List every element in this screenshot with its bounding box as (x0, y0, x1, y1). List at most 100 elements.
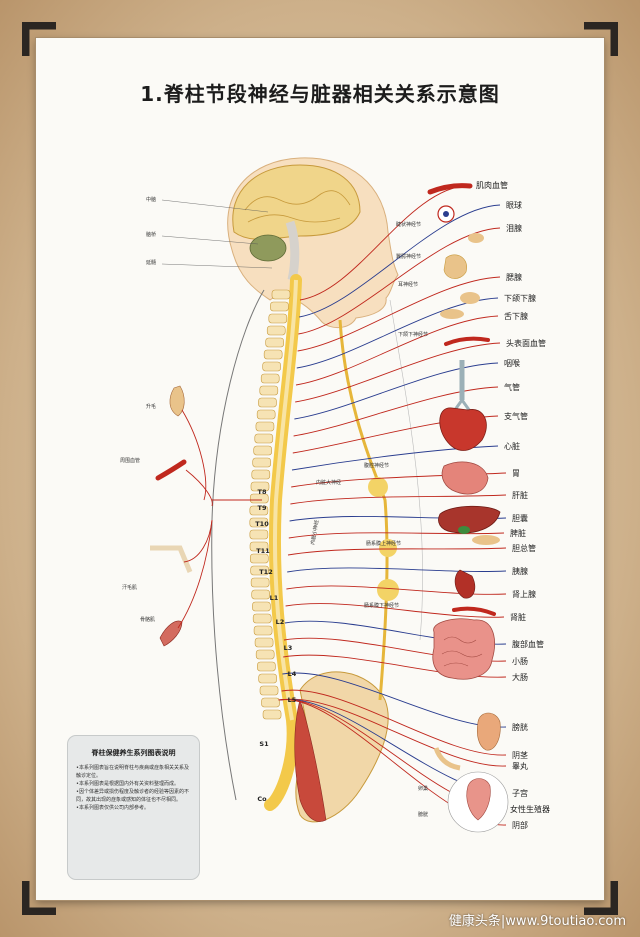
page-title: 1.脊柱节段神经与脏器相关关系示意图 (140, 82, 500, 106)
penis-organ (433, 747, 461, 771)
nerve-line (287, 567, 507, 573)
left-label-midbrain: 中脑 (146, 196, 156, 203)
vertebra (251, 469, 271, 480)
note-title: 脊柱保健养生系列图表说明 (91, 749, 176, 757)
organ-label-heart: 心脏 (504, 441, 520, 451)
left-label-peripheral_vessel: 周围血管 (120, 457, 140, 464)
nerve-line (281, 689, 507, 756)
nerve-line (295, 315, 499, 386)
vertebra (249, 529, 269, 540)
pelvic-label-ovary: 卵巢 (418, 785, 428, 792)
muscle-vessel-organ (427, 183, 473, 195)
organ-label-stomach: 胃 (512, 469, 520, 478)
left-label-sweat_gland: 汗毛肌 (122, 584, 137, 591)
submandibular-organ (460, 292, 480, 304)
vertebra-label-t12: T12 (259, 568, 272, 576)
left-label-medulla: 延髓 (146, 259, 156, 266)
vertebra (251, 589, 271, 600)
vertebra-label-t9: T9 (258, 504, 267, 512)
vertebra (271, 289, 291, 300)
vertebra (254, 433, 274, 444)
vertebra (255, 649, 275, 660)
vertebra (261, 697, 280, 708)
vertebra-label-s1: S1 (259, 740, 269, 748)
vertebra-label-l3: L3 (284, 644, 293, 652)
vertebra (253, 625, 273, 636)
left-label-pons: 脑桥 (146, 231, 156, 238)
vertebra (250, 577, 270, 588)
nerve-line (299, 204, 501, 318)
organ-label-bronchus: 支气管 (504, 411, 528, 421)
note-item: •本系列图表仅供公司内部参考。 (76, 805, 149, 811)
erector-organ (169, 385, 185, 417)
organ-label-abdominal_vessel: 腹部血管 (512, 639, 544, 649)
organ-label-female_genital: 女性生殖器 (510, 804, 550, 814)
vertebra (259, 685, 279, 696)
sweat-gland-organ (150, 545, 193, 573)
organ-label-testis: 睾丸 (512, 761, 528, 771)
nerve-line (290, 494, 507, 505)
stomach-organ (441, 461, 489, 495)
organ-label-bladder: 膀胱 (512, 722, 528, 732)
organ-label-parotid: 腮腺 (506, 272, 522, 282)
vertebra (254, 637, 274, 648)
organ-label-sublingual: 舌下腺 (504, 311, 528, 321)
head-vessel-organ (444, 336, 490, 346)
vertebra (258, 673, 277, 684)
sup-mesenteric-ganglion (379, 539, 397, 557)
nerve-line (299, 184, 471, 301)
vertebra (266, 325, 286, 336)
organ-label-lacrimal: 泪腺 (506, 223, 522, 233)
vertebra (252, 457, 272, 468)
ganglion-label-pterygopalatine: 翼腭神经节 (396, 253, 421, 260)
nerve-line (280, 698, 507, 767)
vertebra (249, 517, 269, 528)
explanation-note: 脊柱保健养生系列图表说明 •本系列图表旨在说明脊柱与疾病或症象相关关系及触诊定位… (68, 736, 199, 879)
ganglion-label-lesser_splanchnic: 内脏小神经 (309, 519, 320, 545)
ganglion-label-ciliary: 睫状神经节 (396, 221, 421, 228)
vertebra (249, 541, 269, 552)
liver-organ (438, 505, 501, 534)
sublingual-organ (440, 309, 464, 319)
vertebra-label-l2: L2 (276, 618, 285, 626)
organ-label-penis: 阴茎 (512, 750, 528, 760)
vertebra-label-co: Co (257, 795, 267, 803)
watermark: 健康头条|www.9toutiao.com (448, 914, 626, 929)
vertebra (252, 613, 272, 624)
pancreas-organ (472, 535, 500, 545)
organ-label-large_intestine: 大肠 (512, 672, 528, 682)
vertebra-label-l1: L1 (270, 594, 279, 602)
nerve-line (295, 342, 501, 403)
organ-label-adrenal: 肾上腺 (512, 589, 536, 599)
intestine-organ (432, 618, 495, 680)
organ-label-muscle_vessel: 肌肉血管 (476, 180, 508, 190)
ganglion-label-celiac: 腹腔神经节 (364, 462, 389, 469)
vertebra (255, 421, 275, 432)
organ-label-liver: 肝脏 (512, 490, 528, 500)
psoas-muscle (294, 698, 327, 822)
vertebra (253, 445, 273, 456)
organ-label-head_vessel: 头表面血管 (506, 338, 546, 348)
cerebellum (249, 234, 287, 262)
vertebra (263, 349, 283, 360)
organ-label-vagina: 阴部 (512, 820, 528, 830)
nerve-line (286, 585, 507, 595)
vertebra (257, 661, 276, 672)
organ-label-uterus: 子宫 (512, 788, 528, 798)
ganglion-label-inferior_mesenteric: 肠系膜下神经节 (364, 602, 399, 609)
abdominal-vessel-organ (452, 606, 496, 616)
vertebra (258, 397, 277, 408)
nerve-line (287, 547, 507, 556)
nerve-line (294, 362, 499, 420)
lacrimal-organ (468, 233, 484, 243)
spinal-column (264, 274, 302, 811)
nerve-line (298, 227, 501, 335)
parotid-organ (443, 254, 467, 279)
ganglion-label-superior_mesenteric: 肠系膜上神经节 (366, 540, 401, 547)
vertebra (260, 373, 280, 384)
ganglion-label-submandibular_g: 下颌下神经节 (398, 331, 428, 338)
note-item: •本系列图表是根据国内外有关资料整理而成。 (76, 781, 179, 787)
nerve-line (285, 603, 505, 618)
organ-label-spleen: 脾脏 (510, 528, 526, 538)
organ-label-trachea: 气管 (504, 382, 520, 392)
